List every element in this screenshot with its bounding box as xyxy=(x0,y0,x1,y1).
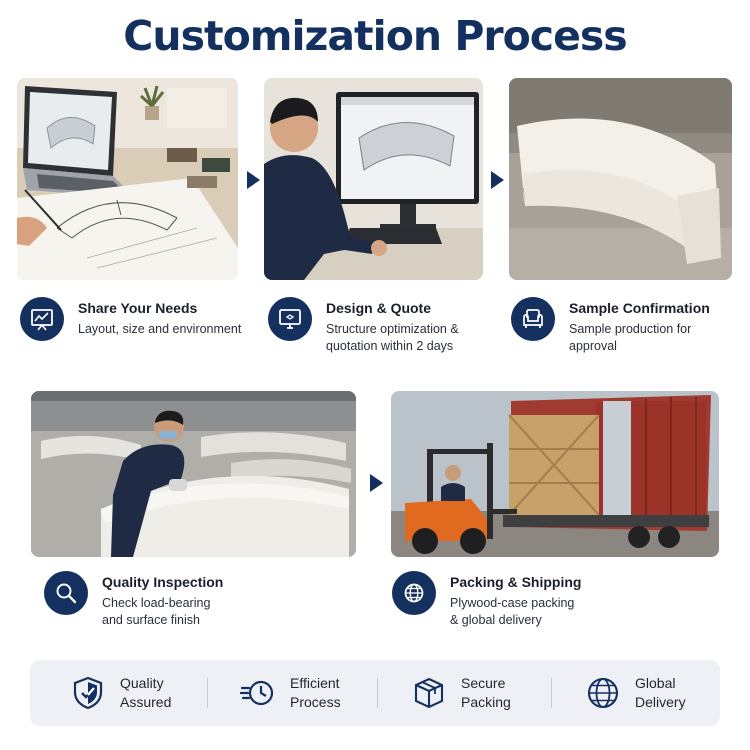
feature-label: Secure Packing xyxy=(461,675,511,710)
photo-packing-shipping xyxy=(391,391,719,557)
feature-global-delivery: Global Delivery xyxy=(585,660,686,726)
shield-check-icon xyxy=(73,676,103,710)
divider xyxy=(207,678,208,708)
step-description: Layout, size and environment xyxy=(78,322,242,336)
step-icon-badge xyxy=(511,297,555,341)
step-description: Check load-bearing and surface finish xyxy=(102,596,211,627)
fast-clock-icon xyxy=(240,680,274,706)
step-icon-badge xyxy=(44,571,88,615)
step-design-quote: Design & Quote Structure optimization & … xyxy=(268,297,498,357)
feature-quality-assured: Quality Assured xyxy=(70,660,171,726)
photo-design-quote xyxy=(264,78,483,280)
arrow-right-icon xyxy=(247,171,260,189)
step-title: Packing & Shipping xyxy=(450,574,582,590)
step-quality-inspection: Quality Inspection Check load-bearing an… xyxy=(44,571,274,631)
photo-quality-inspection xyxy=(31,391,356,557)
step-icon-badge xyxy=(392,571,436,615)
divider xyxy=(551,678,552,708)
sketching-desk-image xyxy=(17,78,238,280)
divider xyxy=(377,678,378,708)
feature-efficient-process: Efficient Process xyxy=(240,660,341,726)
factory-inspection-image xyxy=(31,391,356,557)
monitor-icon xyxy=(279,309,301,329)
step-share-needs: Share Your Needs Layout, size and enviro… xyxy=(20,297,250,357)
step-title: Share Your Needs xyxy=(78,300,198,316)
package-box-icon xyxy=(414,677,444,709)
step-title: Quality Inspection xyxy=(102,574,224,590)
step-icon-badge xyxy=(268,297,312,341)
step-title: Sample Confirmation xyxy=(569,300,710,316)
step-description: Plywood-case packing & global delivery xyxy=(450,596,575,627)
globe-icon xyxy=(587,677,619,709)
curved-sofa-image xyxy=(509,78,732,280)
step-sample-confirmation: Sample Confirmation Sample production fo… xyxy=(511,297,746,357)
arrow-right-icon xyxy=(370,474,383,492)
photo-share-needs xyxy=(17,78,238,280)
designer-monitor-image xyxy=(264,78,483,280)
step-description: Sample production for approval xyxy=(569,322,692,353)
armchair-icon xyxy=(523,309,543,328)
features-bar: Quality Assured Efficient Process Secure… xyxy=(30,660,720,726)
feature-secure-packing: Secure Packing xyxy=(411,660,511,726)
feature-label: Efficient Process xyxy=(290,675,341,710)
step-icon-badge xyxy=(20,297,64,341)
magnifier-icon xyxy=(56,583,77,604)
step-description: Structure optimization & quotation withi… xyxy=(326,322,459,353)
feature-label: Quality Assured xyxy=(120,675,172,710)
globe-icon xyxy=(404,583,424,603)
arrow-right-icon xyxy=(491,171,504,189)
chart-board-icon xyxy=(31,309,53,331)
step-title: Design & Quote xyxy=(326,300,432,316)
step-packing-shipping: Packing & Shipping Plywood-case packing … xyxy=(392,571,632,631)
forklift-container-image xyxy=(391,391,719,557)
page-title: Customization Process xyxy=(123,12,627,60)
photo-sample-confirmation xyxy=(509,78,732,280)
feature-label: Global Delivery xyxy=(635,675,686,710)
